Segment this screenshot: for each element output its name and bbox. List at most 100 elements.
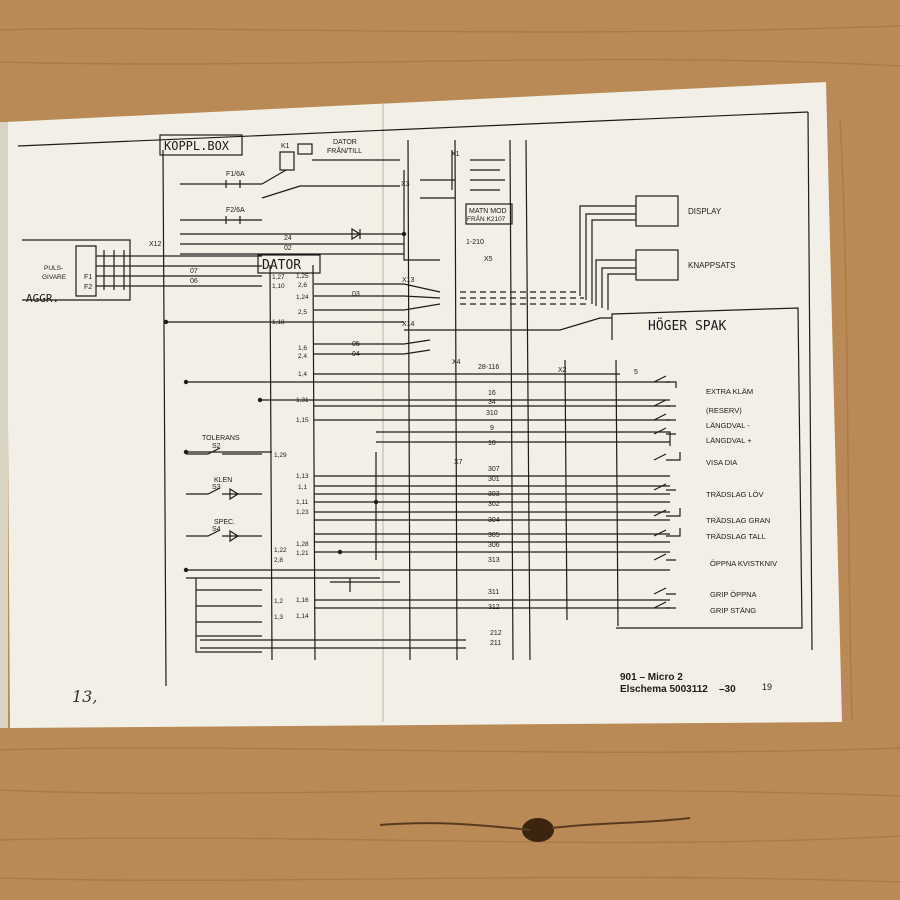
dator-pin: 1,4 — [298, 371, 307, 378]
pulsgivare-label-2: GIVARE — [42, 274, 67, 281]
connector-tag: X12 — [149, 241, 162, 248]
dator-pin: 2,6 — [298, 282, 307, 289]
dator-pin: 2,4 — [298, 353, 307, 360]
connector-tag: X2 — [558, 367, 567, 374]
wire-number: 312 — [488, 604, 500, 611]
v13-box — [297, 143, 313, 155]
v14-diode — [180, 227, 404, 241]
relay-wires — [261, 159, 400, 199]
wire-number: 302 — [488, 501, 500, 508]
dashed-bus — [460, 291, 590, 305]
fuse1-label: F1/6A — [226, 171, 245, 178]
dator-pin: 1,22 — [274, 547, 287, 554]
wire-number: 07 — [190, 268, 198, 275]
hoger-spak-frame — [611, 307, 803, 629]
pulsgivare-label-1: PULS- — [44, 265, 63, 272]
switch-label: TRÄDSLAG TALL — [706, 532, 766, 541]
bus-dator-left — [269, 264, 273, 661]
dator-pin: 1,24 — [296, 294, 309, 301]
switch-label: LÄNGDVAL - — [706, 421, 750, 430]
switch-label: GRIP ÖPPNA — [710, 590, 757, 599]
x1-block — [451, 150, 505, 191]
frame-right — [807, 111, 813, 651]
wire-number: 305 — [488, 532, 500, 539]
wire-number: 311 — [488, 589, 499, 596]
dator-fran-label-2: FRÅN/TILL — [327, 146, 362, 155]
spec-sw: S4 — [212, 526, 221, 533]
aggr-header: AGGR. — [26, 292, 59, 305]
wire-number: 303 — [488, 491, 500, 498]
dator-pin: 2,5 — [298, 309, 307, 316]
pin-f1-label: F1 — [84, 274, 92, 281]
wire-number: 24 — [284, 235, 292, 242]
tolerans-switch — [186, 447, 262, 455]
dator-pin: 1,31 — [296, 397, 309, 404]
wire-number: 212 — [490, 630, 502, 637]
dator-frame — [257, 254, 321, 274]
dator-pin: 1,13 — [296, 473, 309, 480]
switch-label: (RESERV) — [706, 406, 742, 415]
dator-pin: 1,3 — [274, 614, 283, 621]
matn-mod-box — [465, 203, 513, 225]
dator-pin-labels: 1,27 1,10 1,25 2,6 1,24 2,5 1,18 1,6 2,4… — [272, 273, 309, 621]
wire-number: 306 — [488, 542, 500, 549]
relay-k1-label: K1 — [281, 143, 290, 150]
wire-number: 34 — [488, 399, 496, 406]
dator-pin: 1,10 — [272, 283, 285, 290]
matn-mod-label-1: MATN MOD — [469, 208, 507, 215]
switch-label: VISA DIA — [706, 458, 737, 467]
spak-switches — [653, 375, 681, 609]
switch-label: TRÄDSLAG GRAN — [706, 516, 770, 525]
connector-tag: X7 — [454, 459, 463, 466]
wood-grain — [0, 25, 900, 883]
knappsats-label: KNAPPSATS — [688, 261, 735, 270]
paper-sheet — [6, 82, 842, 728]
wire-number: 301 — [488, 476, 500, 483]
dator-pin: 1,21 — [296, 550, 309, 557]
wire-number: 1-210 — [466, 239, 484, 246]
dator-pin: 1,29 — [274, 452, 287, 459]
x13-fan — [314, 283, 441, 311]
dator-pin: 1,23 — [296, 509, 309, 516]
dator-pin: 1,16 — [296, 597, 309, 604]
dator-pin: 1,15 — [296, 417, 309, 424]
wire-number: 06 — [190, 278, 198, 285]
wire-number: 02 — [284, 245, 292, 252]
fuse2-wire — [180, 216, 262, 224]
klen-switch — [186, 487, 262, 501]
dator-header: DATOR — [262, 258, 301, 273]
bus-dator-right — [312, 264, 316, 661]
wire-number: 28-116 — [478, 364, 499, 371]
handwritten-number: 13, — [72, 687, 97, 706]
dator-pin: 1,27 — [272, 274, 285, 281]
hoger-spak-header: HÖGER SPAK — [648, 317, 726, 334]
dator-pin: 1,28 — [296, 541, 309, 548]
dator-fran-label-1: DATOR — [333, 139, 357, 146]
aggr-wires — [96, 255, 262, 287]
display-cable — [579, 205, 636, 304]
upper-wires — [180, 170, 455, 261]
klen-label: KLEN — [214, 477, 232, 484]
wire-number: 9 — [490, 425, 494, 432]
frame-top — [17, 111, 809, 147]
wire-number: 307 — [488, 466, 500, 473]
bus-x2 — [564, 359, 568, 621]
switch-label: ÖPPNA KVISTKNIV — [710, 559, 777, 568]
footer-page-number: 19 — [762, 682, 772, 692]
footer-schema: Elschema 5003112 –30 — [620, 684, 736, 695]
bus-spak — [615, 359, 619, 627]
tolerans-sw: S2 — [212, 443, 221, 450]
switch-label: GRIP STÄNG — [710, 606, 756, 615]
wire-number: 03 — [352, 291, 360, 298]
wire-number: 04 — [352, 351, 360, 358]
wire-number: 313 — [488, 557, 500, 564]
signal-rows — [166, 321, 671, 649]
schematic-drawing — [17, 111, 813, 687]
wire-number: 211 — [490, 640, 501, 647]
wire-number: 304 — [488, 517, 500, 524]
connector-tag: X14 — [402, 321, 415, 328]
switch-label: TRÄDSLAG LÖV — [706, 490, 764, 499]
diode-ladder — [186, 577, 400, 653]
left-switch-labels: TOLERANS S2 KLEN S3 SPEC. S4 — [202, 435, 240, 533]
